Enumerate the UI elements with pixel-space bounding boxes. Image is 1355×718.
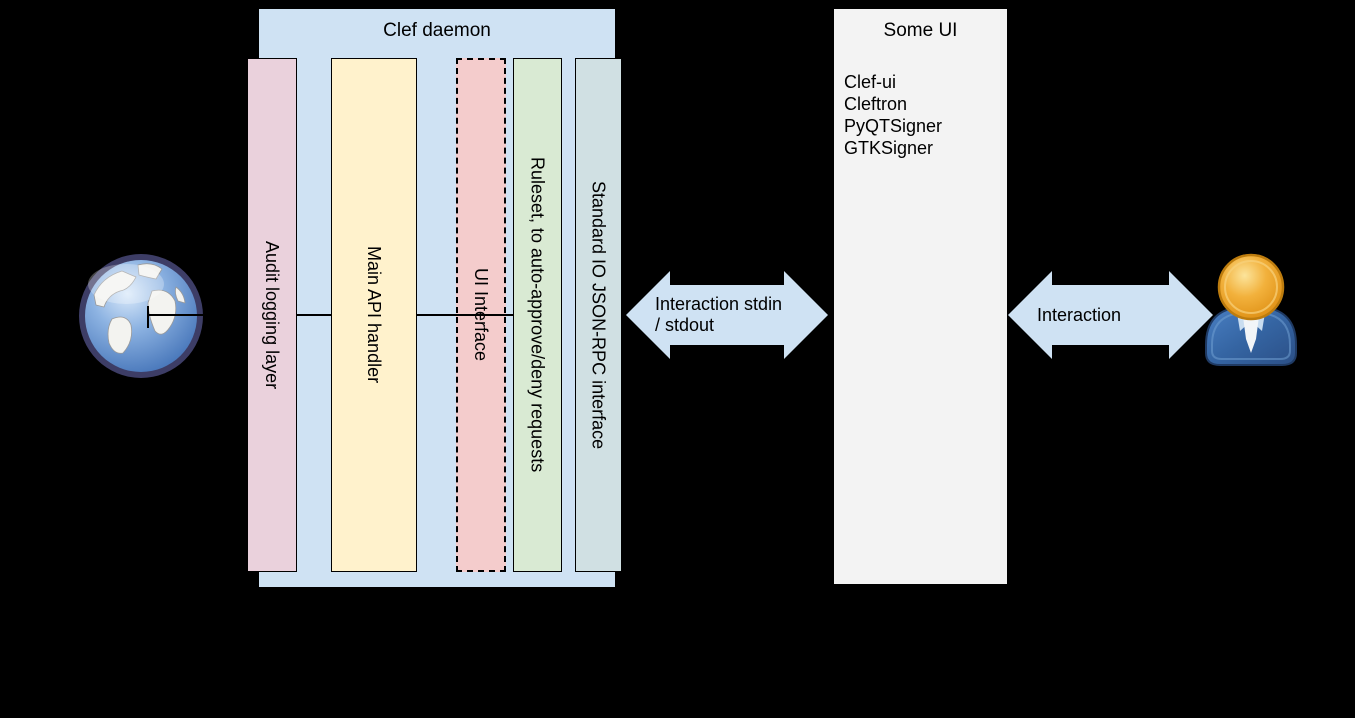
layer-stdio-jsonrpc-label: Standard IO JSON-RPC interface: [588, 180, 609, 450]
user-icon: [1198, 253, 1304, 366]
arrow-daemon-to-ui: Interaction stdin / stdout: [626, 271, 828, 359]
arrow-daemon-to-ui-label: Interaction stdin / stdout: [626, 294, 782, 336]
layer-main-api-handler: Main API handler: [331, 58, 417, 572]
layer-ruleset-label: Ruleset, to auto-approve/deny requests: [527, 157, 548, 473]
arrow-daemon-to-ui-label-line2: / stdout: [655, 315, 715, 335]
some-ui-item: GTKSigner: [844, 138, 934, 158]
arrow-ui-to-user-label: Interaction: [1037, 304, 1122, 325]
connector-line: [148, 314, 513, 316]
some-ui-item: Cleftron: [844, 94, 908, 114]
layer-ruleset: Ruleset, to auto-approve/deny requests: [513, 58, 562, 572]
layer-main-api-handler-label: Main API handler: [364, 246, 384, 384]
some-ui-title: Some UI: [883, 20, 958, 41]
some-ui-list: Clef-ui Cleftron PyQTSigner GTKSigner: [844, 71, 942, 159]
arrow-daemon-to-ui-label-line1: Interaction stdin: [655, 294, 783, 314]
some-ui-item: Clef-ui: [844, 72, 897, 92]
layer-audit-logging-label: Audit logging layer: [262, 240, 282, 390]
layer-stdio-jsonrpc: Standard IO JSON-RPC interface: [575, 58, 622, 572]
globe-icon: [76, 251, 206, 381]
connector-endpoint-tick: [147, 306, 149, 328]
clef-daemon-title: Clef daemon: [383, 20, 491, 41]
layer-audit-logging: Audit logging layer: [247, 58, 297, 572]
clef-daemon-box: Clef daemon: [258, 8, 616, 588]
some-ui-box: Some UI Clef-ui Cleftron PyQTSigner GTKS…: [833, 8, 1008, 585]
arrow-ui-to-user: Interaction: [1008, 271, 1213, 359]
some-ui-item: PyQTSigner: [844, 116, 943, 136]
